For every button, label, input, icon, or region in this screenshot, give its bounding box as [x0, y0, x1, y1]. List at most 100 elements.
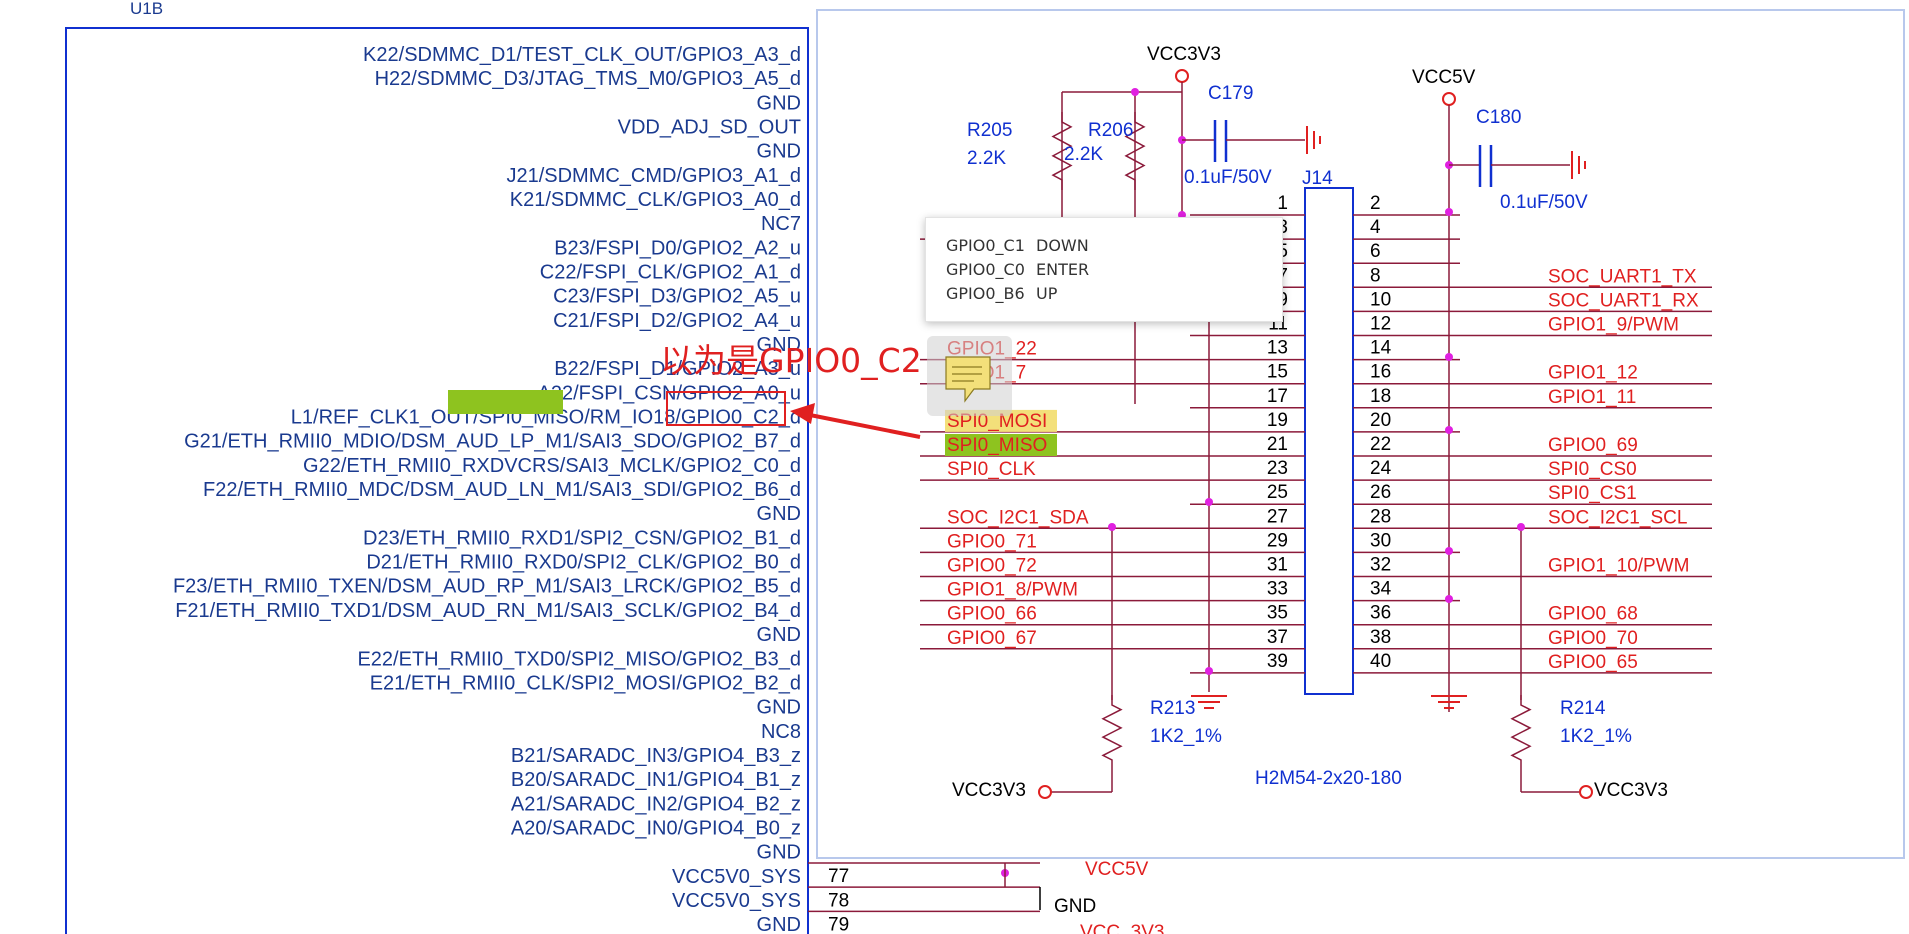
pin-label: F22/ETH_RMII0_MDC/DSM_AUD_LN_M1/SAI3_SDI… [203, 479, 801, 501]
pin-tooltip: GPIO0_C1 DOWN GPIO0_C0 ENTER GPIO0_B6 UP [925, 217, 1283, 322]
net-label: GPIO1_11 [1548, 387, 1636, 408]
pin-label: K21/SDMMC_CLK/GPIO3_A0_d [510, 189, 801, 211]
pin-number: 33 [1267, 579, 1288, 600]
pin-number: 16 [1370, 362, 1391, 383]
part-ref: R213 [1150, 698, 1195, 719]
net-label: SOC_UART1_RX [1548, 290, 1699, 311]
tooltip-action: UP [1036, 284, 1058, 303]
annotation-arrow [790, 403, 921, 439]
pin-number: 15 [1267, 362, 1288, 383]
pin-label: GND [757, 334, 801, 356]
pin-label: NC8 [761, 721, 801, 743]
resistor [1510, 695, 1532, 770]
net-label: SPI0_CS0 [1548, 459, 1637, 480]
pin-label: C21/FSPI_D2/GPIO2_A4_u [553, 310, 801, 332]
pin-number: 1 [1277, 193, 1288, 214]
net-label: GPIO1_8/PWM [947, 580, 1078, 601]
pin-number: 38 [1370, 627, 1391, 648]
u1b-pin-labels: K22/SDMMC_D1/TEST_CLK_OUT/GPIO3_A3_dH22/… [173, 44, 801, 934]
net-label: GPIO1_12 [1548, 363, 1638, 384]
net-label: GPIO1_10/PWM [1548, 556, 1690, 577]
resistor [1101, 695, 1123, 770]
pin-label: B22/FSPI_D1/GPIO2_A3_u [554, 358, 801, 380]
power-label: VCC3V3 [1147, 44, 1221, 65]
junction [1205, 667, 1213, 675]
pin-label: G21/ETH_RMII0_MDIO/DSM_AUD_LP_M1/SAI3_SD… [184, 431, 801, 453]
pin-number: 18 [1370, 386, 1391, 407]
tooltip-row: GPIO0_C1 DOWN [946, 234, 1262, 258]
pin-label: GND [757, 842, 801, 864]
pin-number: 17 [1267, 386, 1288, 407]
pin-number: 37 [1267, 627, 1288, 648]
pin-label: GND [757, 914, 801, 934]
resistor [1124, 112, 1146, 190]
pin-label: GND [757, 92, 801, 114]
u1b-body [65, 27, 809, 934]
power-port [1038, 785, 1052, 799]
pin-number: 19 [1267, 410, 1288, 431]
net-label: SPI0_MISO [947, 435, 1047, 456]
pin-number: 31 [1267, 555, 1288, 576]
net-label: SPI0_CLK [947, 459, 1036, 480]
power-port [1579, 785, 1593, 799]
part-ref: R214 [1560, 698, 1606, 719]
net-label: GPIO0_65 [1548, 652, 1638, 673]
pin-label: B23/FSPI_D0/GPIO2_A2_u [554, 237, 801, 259]
pin-label: E22/ETH_RMII0_TXD0/SPI2_MISO/GPIO2_B3_d [357, 648, 801, 670]
pin-number: 12 [1370, 314, 1391, 335]
pin-label: GND [757, 141, 801, 163]
net-label: GPIO0_68 [1548, 604, 1638, 625]
pin-label: C23/FSPI_D3/GPIO2_A5_u [553, 286, 801, 308]
pin-number: 24 [1370, 458, 1392, 479]
spi0-miso-highlight [448, 390, 563, 414]
net-label: GPIO0_70 [1548, 628, 1638, 649]
comment-note-icon[interactable] [927, 336, 1012, 416]
pin-number: 13 [1267, 338, 1288, 359]
net-label: GPIO0_66 [947, 604, 1037, 625]
pin-number: 36 [1370, 603, 1391, 624]
pin-label: GND [757, 697, 801, 719]
part-ref: C180 [1476, 107, 1521, 128]
pin-number: 2 [1370, 193, 1381, 214]
net-label: SOC_I2C1_SDA [947, 507, 1089, 528]
net-label: SOC_I2C1_SCL [1548, 507, 1687, 528]
pin-number: 40 [1370, 651, 1391, 672]
pin-number: 25 [1267, 482, 1288, 503]
pin-number: 34 [1370, 579, 1392, 600]
j14-body [1304, 187, 1354, 695]
part-ref: R206 [1088, 120, 1133, 141]
pin-label: VDD_ADJ_SD_OUT [618, 117, 801, 139]
j14-ref: J14 [1302, 168, 1333, 189]
pin-number: 78 [828, 890, 849, 911]
u1b-ref: U1B [130, 0, 163, 18]
j14-schematic: J14H2M54-2x20-18013SOC_I2C0_SDA5791113GP… [920, 44, 1712, 801]
pin-label: C22/FSPI_CLK/GPIO2_A1_d [540, 262, 801, 284]
part-value: 1K2_1% [1560, 726, 1632, 747]
pin-label: VCC5V0_SYS [672, 866, 801, 888]
tooltip-action: ENTER [1036, 260, 1090, 279]
pin-label: H22/SDMMC_D3/JTAG_TMS_M0/GPIO3_A5_d [375, 68, 801, 90]
pin-number: 29 [1267, 530, 1288, 551]
pin-label: B21/SARADC_IN3/GPIO4_B3_z [511, 745, 801, 767]
pin-number: 4 [1370, 217, 1381, 238]
power-label: VCC3V3 [952, 780, 1026, 801]
pin-label: E21/ETH_RMII0_CLK/SPI2_MOSI/GPIO2_B2_d [370, 672, 801, 694]
pin-label: D21/ETH_RMII0_RXD0/SPI2_CLK/GPIO2_B0_d [366, 552, 801, 574]
tooltip-pin: GPIO0_C1 [946, 236, 1025, 255]
net-label: VCC5V [1085, 859, 1149, 880]
tooltip-pin: GPIO0_B6 [946, 284, 1025, 303]
net-label: VCC_3V3 [1080, 922, 1165, 934]
pin-number: 30 [1370, 530, 1391, 551]
junction [1445, 208, 1453, 216]
pin-number: 10 [1370, 289, 1391, 310]
u1b-symbol: U1B K22/SDMMC_D1/TEST_CLK_OUT/GPIO3_A3_d… [65, 0, 1165, 934]
pin-label: D23/ETH_RMII0_RXD1/SPI2_CSN/GPIO2_B1_d [363, 527, 801, 549]
pin-label: A20/SARADC_IN0/GPIO4_B0_z [511, 817, 801, 839]
pin-label: A21/SARADC_IN2/GPIO4_B2_z [511, 793, 801, 815]
pin-label: G22/ETH_RMII0_RXDVCRS/SAI3_MCLK/GPIO2_C0… [303, 455, 801, 477]
net-label: GPIO0_67 [947, 628, 1037, 649]
pin-label: NC7 [761, 213, 801, 235]
net-label: SPI0_MOSI [947, 411, 1047, 432]
net-label: SPI0_CS1 [1548, 483, 1637, 504]
junction [1445, 353, 1453, 361]
